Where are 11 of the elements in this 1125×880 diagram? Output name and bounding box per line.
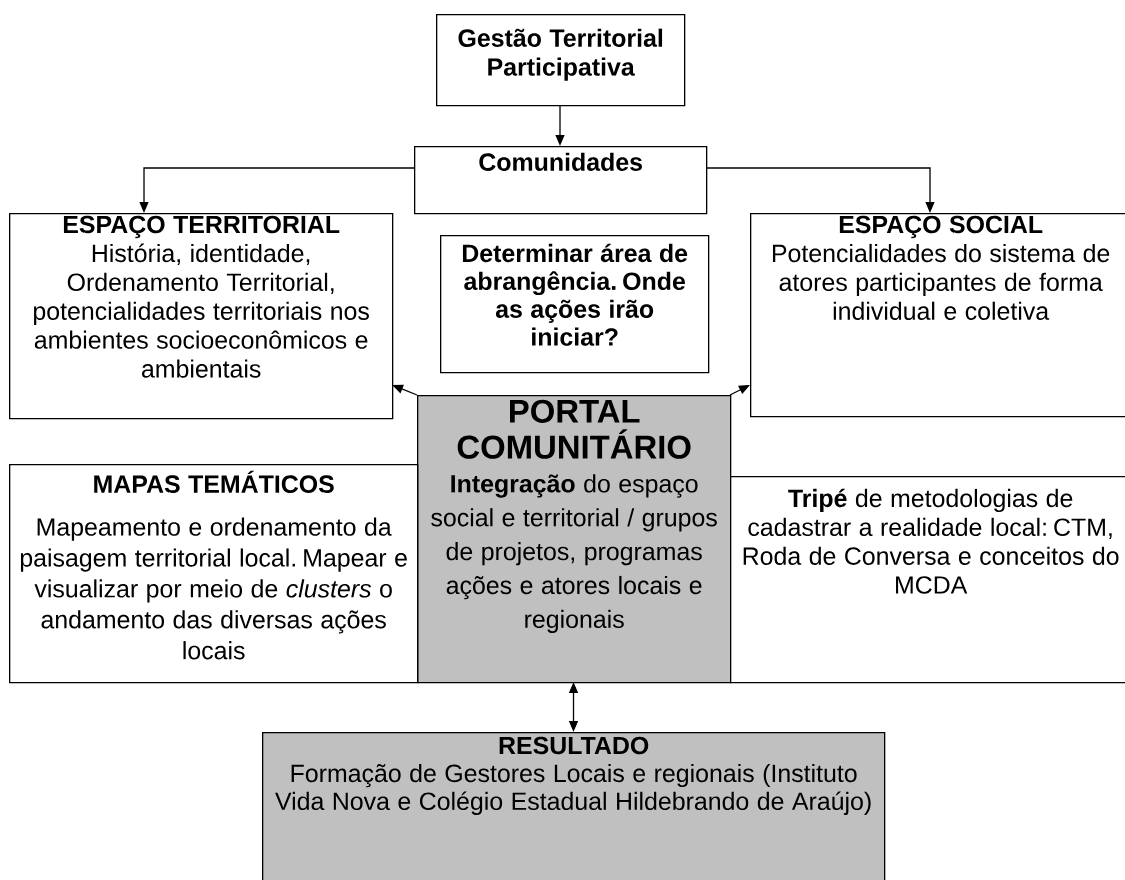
arrow [392, 384, 418, 396]
text-box: Comunidades [414, 146, 708, 215]
text-box: Gestão Territorial Participativa [436, 14, 686, 107]
text-box: ESPAÇO TERRITORIAL História, identidade, Ordenamento Territorial, potencialidades territoriais nos ambientes socioeconômicos e ambientais [9, 213, 394, 420]
highlight-box: PORTAL COMUNITÁRIO Integração do espaço social e territorial / grupos de projetos, programas ações e atores locais e regionais [417, 395, 732, 684]
text-box: ESPAÇO SOCIAL Potencialidades do sistema de atores participantes de forma individual e coletiva [750, 213, 1125, 418]
text-box: Determinar área de abrangência. Onde as ações irão iniciar? [440, 235, 710, 374]
text-box: MAPAS TEMÁTICOS Mapeamento e ordenamento da paisagem territorial local. Mapear e visualizar por meio de clusters o andamento das diversas ações locais [9, 464, 419, 684]
arrow [729, 385, 750, 396]
text-box: Tripé de metodologias de cadastrar a realidade local: CTM, Roda de Conversa e conceitos do MCDA [730, 476, 1125, 684]
highlight-box: RESULTADO Formação de Gestores Locais e regionais (Instituto Vida Nova e Colégio Estadual Hildebrando de Araújo) [262, 732, 886, 880]
